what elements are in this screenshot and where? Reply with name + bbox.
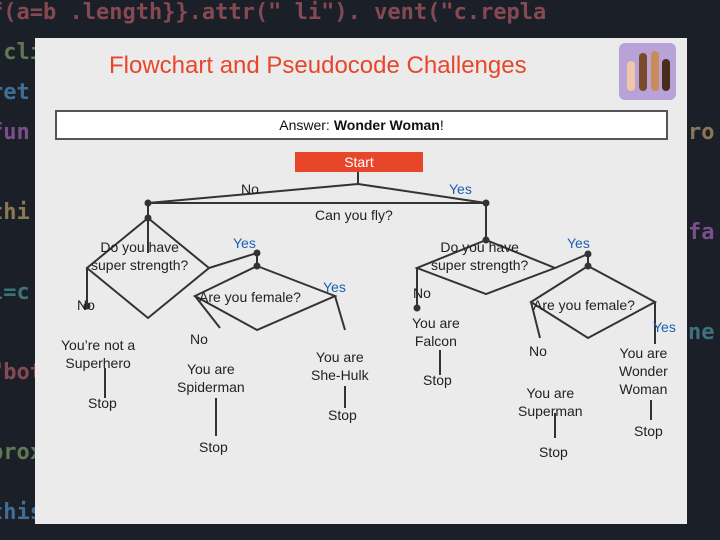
answer-value: Wonder Woman [333, 117, 440, 133]
code-decoration: f(a=b .length}}.attr(" li"). vent("c.rep… [0, 0, 547, 25]
stop-node: Stop [539, 444, 568, 460]
yes-edge-label: Yes [653, 319, 676, 335]
slide-title: Flowchart and Pseudocode Challenges [109, 52, 527, 79]
code-decoration: l=c [0, 280, 30, 305]
stop-node: Stop [423, 372, 452, 388]
code-decoration: ne [688, 320, 715, 345]
code-decoration: thi [0, 200, 30, 225]
answer-prefix: Answer: [279, 117, 330, 133]
code-decoration: fun [0, 120, 30, 145]
flowchart-connectors [83, 172, 658, 438]
code-decoration: ret [0, 80, 30, 105]
shehulk-result: You are She-Hulk [311, 349, 369, 383]
code-decoration: ro [688, 120, 715, 145]
yes-edge-label: Yes [567, 235, 590, 251]
no-edge-label: No [77, 297, 95, 313]
no-edge-label: No [190, 331, 208, 347]
code-decoration: fa [688, 220, 715, 245]
no-edge-label: No [241, 181, 259, 197]
stop-node: Stop [88, 395, 117, 411]
not-superhero-result: You’re not a Superhero [61, 337, 136, 371]
stop-node: Stop [199, 439, 228, 455]
yes-edge-label: Yes [449, 181, 472, 197]
can-fly-node: Can you fly? [315, 207, 393, 223]
raised-hands-image [619, 43, 676, 100]
wonderwoman-result: You are Wonder Woman [619, 345, 668, 397]
stop-node: Stop [328, 407, 357, 423]
spiderman-result: You are Spiderman [177, 361, 245, 395]
falcon-result: You are Falcon [412, 315, 460, 349]
answer-box: Answer: Wonder Woman! [55, 110, 668, 140]
stop-node: Stop [634, 423, 663, 439]
superman-result: You are Superman [518, 385, 583, 419]
no-edge-label: No [413, 285, 431, 301]
yes-edge-label: Yes [233, 235, 256, 251]
answer-suffix: ! [439, 117, 444, 133]
slide: Flowchart and Pseudocode Challenges Answ… [35, 38, 687, 524]
start-node: Start [295, 152, 423, 172]
left-female-node: Are you female? [199, 289, 301, 305]
left-strength-node: Do you have super strength? [91, 239, 189, 273]
no-edge-label: No [529, 343, 547, 359]
yes-edge-label: Yes [323, 279, 346, 295]
right-female-node: Are you female? [533, 297, 635, 313]
right-strength-node: Do you have super strength? [431, 239, 529, 273]
